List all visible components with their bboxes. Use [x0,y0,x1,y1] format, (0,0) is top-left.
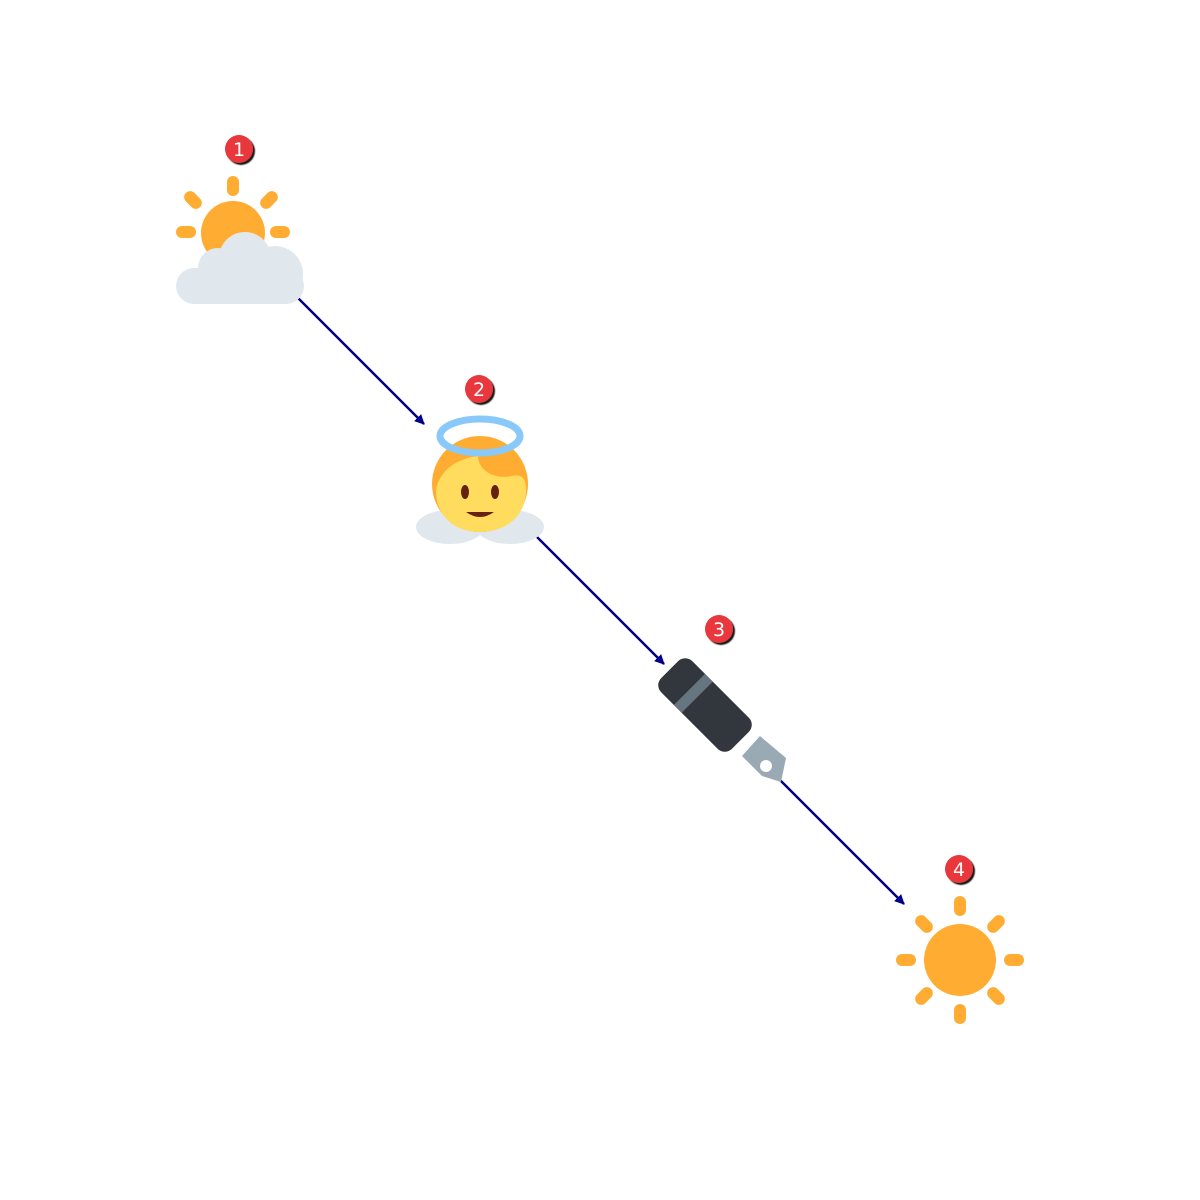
fountain-pen-icon [658,658,786,782]
step-badge: 1 [225,135,253,163]
step-number: 2 [473,379,485,401]
sun-icon [896,896,1024,1024]
step-number: 3 [713,619,725,641]
step-badge: 4 [945,855,973,883]
step-4-node: 4 [896,855,1024,1024]
connectors [295,295,905,905]
step-badge: 2 [465,375,493,403]
arrow-3-to-4 [775,775,905,905]
step-3-node: 3 [658,615,786,782]
step-badge: 3 [705,615,733,643]
arrow-1-to-2 [295,295,425,425]
arrow-2-to-3 [535,535,665,665]
step-1-node: 1 [176,135,304,304]
step-number: 4 [953,859,965,881]
sun-behind-cloud-icon [176,176,304,304]
step-number: 1 [233,139,245,161]
angel-icon [416,415,544,544]
step-2-node: 2 [416,375,544,544]
